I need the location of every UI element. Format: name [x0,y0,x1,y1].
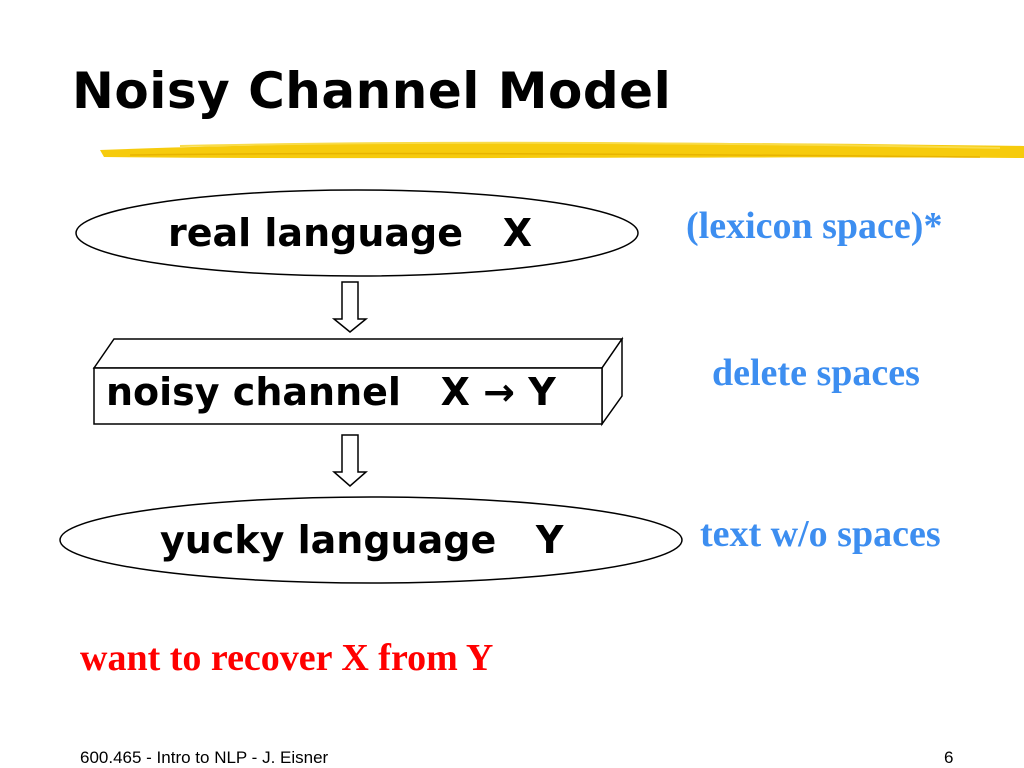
source-annotation: (lexicon space)* [686,205,943,247]
down-arrow-icon [331,281,369,333]
source-label: real language X [168,211,532,255]
footer-course: 600.465 - Intro to NLP - J. Eisner [80,748,329,767]
output-annotation: text w/o spaces [700,513,941,555]
conclusion-prefix: want to recover [80,637,342,679]
channel-label: noisy channel X → Y [106,370,556,414]
channel-annotation: delete spaces [712,352,920,394]
slide-title: Noisy Channel Model [72,62,672,120]
conclusion-middle: from [368,637,466,679]
title-underline-highlight [100,141,1024,159]
conclusion-text: want to recover X from Y [80,636,493,680]
output-label: yucky language Y [160,518,564,562]
page-number: 6 [944,748,954,767]
source-ellipse [75,189,639,277]
channel-box [92,336,624,427]
conclusion-y: Y [465,637,494,679]
conclusion-x: X [341,637,369,679]
down-arrow-icon [332,434,368,487]
output-ellipse [59,496,683,584]
